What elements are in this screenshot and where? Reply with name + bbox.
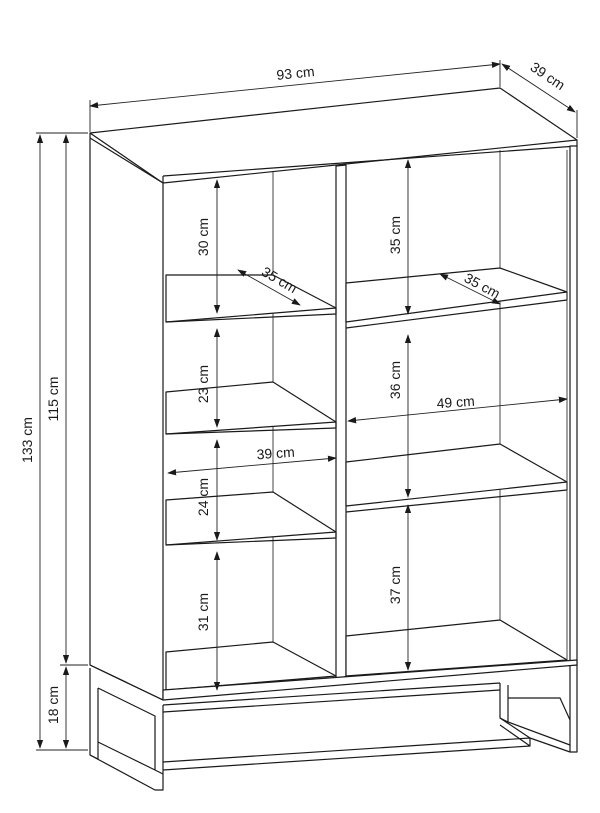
- right-shelf-2: [345, 443, 568, 507]
- left-top-label: 30 cm: [195, 218, 211, 256]
- left-bottom-panel: [165, 641, 337, 691]
- width-dimension-line: [89, 61, 501, 109]
- left-second-label: 23 cm: [195, 365, 211, 403]
- left-side-panel: [89, 137, 164, 701]
- depth-dimension-line: [501, 63, 576, 113]
- left-inner-width-label: 39 cm: [256, 444, 295, 463]
- right-middle-label: 36 cm: [387, 361, 403, 399]
- right-bottom-label: 37 cm: [387, 566, 403, 604]
- body-height-label: 115 cm: [45, 377, 61, 422]
- center-divider: [335, 164, 347, 683]
- width-label: 93 cm: [276, 63, 316, 83]
- cabinet-body: [89, 87, 578, 701]
- left-shelf-depth-dim-line: [237, 269, 301, 306]
- depth-label: 39 cm: [528, 59, 569, 94]
- right-inner-width-label: 49 cm: [436, 393, 475, 412]
- top-panel: [89, 87, 578, 184]
- right-shelf-depth-dim-line: [439, 273, 501, 305]
- left-shelf-2: [165, 381, 337, 435]
- total-height-label: 133 cm: [19, 417, 35, 463]
- right-top-label: 35 cm: [387, 216, 403, 254]
- right-inner-width-dim-line: [347, 396, 568, 424]
- dimension-lines: [36, 60, 578, 751]
- left-shelf-3: [165, 491, 337, 546]
- left-third-label: 24 cm: [195, 478, 211, 516]
- left-inner-width-dim-line: [167, 455, 337, 476]
- metal-frame: [89, 665, 578, 791]
- leg-height-label: 18 cm: [45, 686, 61, 724]
- right-side-panel: [569, 145, 578, 666]
- left-bottom-label: 31 cm: [195, 593, 211, 631]
